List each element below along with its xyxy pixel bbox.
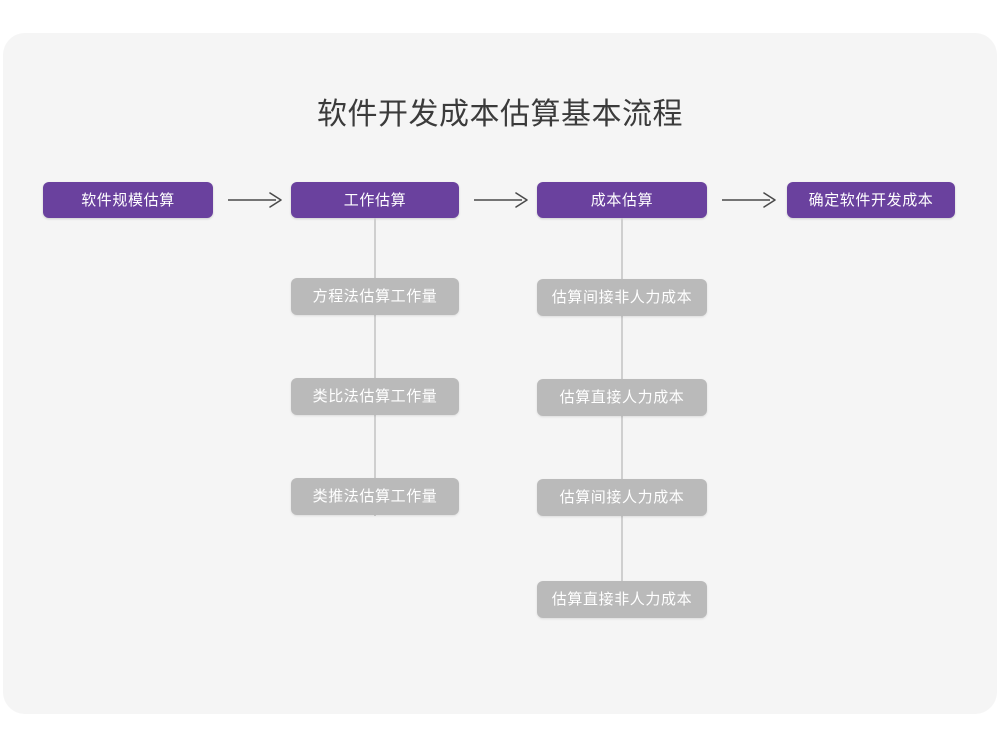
diagram-card <box>3 33 997 714</box>
page-title: 软件开发成本估算基本流程 <box>317 98 683 131</box>
arrow-right-icon <box>722 188 778 212</box>
flow-node-step-3[interactable]: 成本估算 <box>537 182 707 218</box>
branch-connector-cost <box>621 218 623 618</box>
flow-node-step-2[interactable]: 工作估算 <box>291 182 459 218</box>
branch-node-cost-2[interactable]: 估算直接人力成本 <box>537 379 707 416</box>
branch-node-cost-4[interactable]: 估算直接非人力成本 <box>537 581 707 618</box>
branch-node-work-2[interactable]: 类比法估算工作量 <box>291 378 459 415</box>
arrow-right-icon <box>474 188 530 212</box>
arrow-right-icon <box>228 188 284 212</box>
branch-node-cost-3[interactable]: 估算间接人力成本 <box>537 479 707 516</box>
branch-node-label: 类比法估算工作量 <box>312 388 438 405</box>
branch-node-cost-1[interactable]: 估算间接非人力成本 <box>537 279 707 316</box>
branch-node-work-3[interactable]: 类推法估算工作量 <box>291 478 459 515</box>
branch-node-label: 方程法估算工作量 <box>312 288 438 305</box>
branch-node-work-1[interactable]: 方程法估算工作量 <box>291 278 459 315</box>
branch-node-label: 估算直接人力成本 <box>559 389 685 406</box>
flow-node-label: 软件规模估算 <box>81 191 175 209</box>
flow-node-label: 工作估算 <box>343 191 407 209</box>
branch-node-label: 类推法估算工作量 <box>312 488 438 505</box>
flow-node-step-4[interactable]: 确定软件开发成本 <box>787 182 955 218</box>
branch-connector-work <box>374 218 376 516</box>
branch-node-label: 估算间接人力成本 <box>559 489 685 506</box>
flow-node-step-1[interactable]: 软件规模估算 <box>43 182 213 218</box>
branch-node-label: 估算间接非人力成本 <box>551 289 693 306</box>
flow-node-label: 成本估算 <box>590 191 654 209</box>
flow-node-label: 确定软件开发成本 <box>808 191 934 209</box>
branch-node-label: 估算直接非人力成本 <box>551 591 693 608</box>
